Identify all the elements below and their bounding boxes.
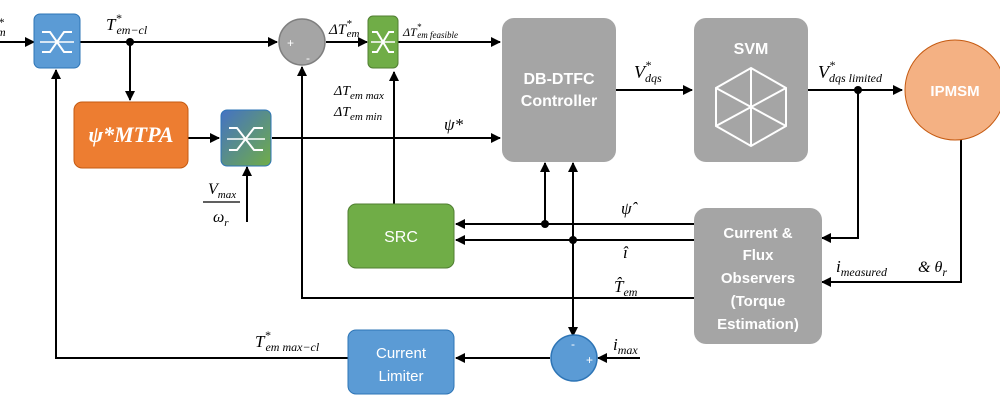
- i-hat-label: î: [623, 243, 629, 262]
- hexagon-icon: [715, 66, 787, 148]
- summing-junction-torque: + -: [278, 18, 326, 66]
- src-label: SRC: [384, 229, 418, 246]
- i-measured-label: imeasured: [836, 257, 888, 279]
- src-block: SRC: [347, 203, 455, 269]
- observers-block: Current & Flux Observers (Torque Estimat…: [694, 208, 822, 344]
- saturation-block-1: [33, 13, 81, 69]
- observers-label-3: Observers: [721, 270, 795, 287]
- wire-vdqs-to-observer: [821, 90, 859, 243]
- current-limiter-block: Current Limiter: [347, 329, 455, 395]
- delta-max-label: ΔTem max: [333, 84, 384, 102]
- junction-dot: [854, 86, 862, 94]
- theta-label: & θr: [918, 259, 947, 279]
- controller-block: DB-DTFC Controller: [502, 18, 616, 162]
- sum2-minus: -: [571, 337, 575, 351]
- wire-tem-hat: [297, 66, 694, 299]
- saturation-block-2: [220, 109, 272, 167]
- delta-min-label: ΔTem min: [333, 105, 383, 123]
- junction-dot: [541, 220, 549, 228]
- controller-label-1: DB-DTFC: [523, 71, 595, 88]
- limiter-label-2: Limiter: [378, 368, 423, 385]
- sum2-plus: +: [586, 353, 593, 367]
- ipmsm-block: IPMSM: [904, 39, 1000, 141]
- psi-hat-label: ψ̂: [621, 199, 639, 218]
- delta-tem-label: ΔT*em: [328, 18, 360, 40]
- tem-cl-label: T*em−cl: [106, 11, 148, 37]
- sum1-minus: -: [306, 51, 310, 65]
- vdqs-limited-label: V*dqs limited: [818, 58, 883, 85]
- tem-max-cl-label: T*em max−cl: [255, 328, 320, 354]
- wire-tem-max-cl: [51, 69, 348, 359]
- mtpa-label: ψ*MTPA: [88, 122, 173, 147]
- i-max-label: imax: [613, 335, 638, 357]
- tem-hat-label: T̂em: [614, 277, 638, 299]
- psi-star-label: ψ*: [444, 115, 464, 134]
- vmax-label: Vmax: [208, 181, 236, 201]
- observers-label-5: Estimation): [717, 316, 799, 333]
- vdqs-label: V*dqs: [634, 58, 662, 85]
- controller-label-2: Controller: [521, 93, 597, 110]
- mtpa-block: ψ*MTPA: [73, 101, 189, 169]
- observers-label-2: Flux: [743, 247, 774, 264]
- junction-dot: [126, 38, 134, 46]
- wires: [0, 37, 962, 363]
- observers-label-1: Current &: [723, 225, 792, 242]
- input-ref-label: *m: [0, 15, 6, 39]
- wire-measured: [821, 140, 962, 287]
- summing-junction-current: - +: [550, 334, 598, 382]
- delta-feasible-label: ΔT*em feasible: [402, 22, 458, 40]
- saturation-block-3: [367, 15, 399, 69]
- observers-label-4: (Torque: [731, 293, 786, 310]
- svm-block: SVM: [694, 18, 808, 162]
- svm-label: SVM: [734, 41, 769, 58]
- ipmsm-label: IPMSM: [930, 83, 979, 100]
- limiter-label-1: Current: [376, 345, 427, 362]
- omega-label: ωr: [213, 209, 229, 229]
- sum1-plus: +: [287, 36, 294, 50]
